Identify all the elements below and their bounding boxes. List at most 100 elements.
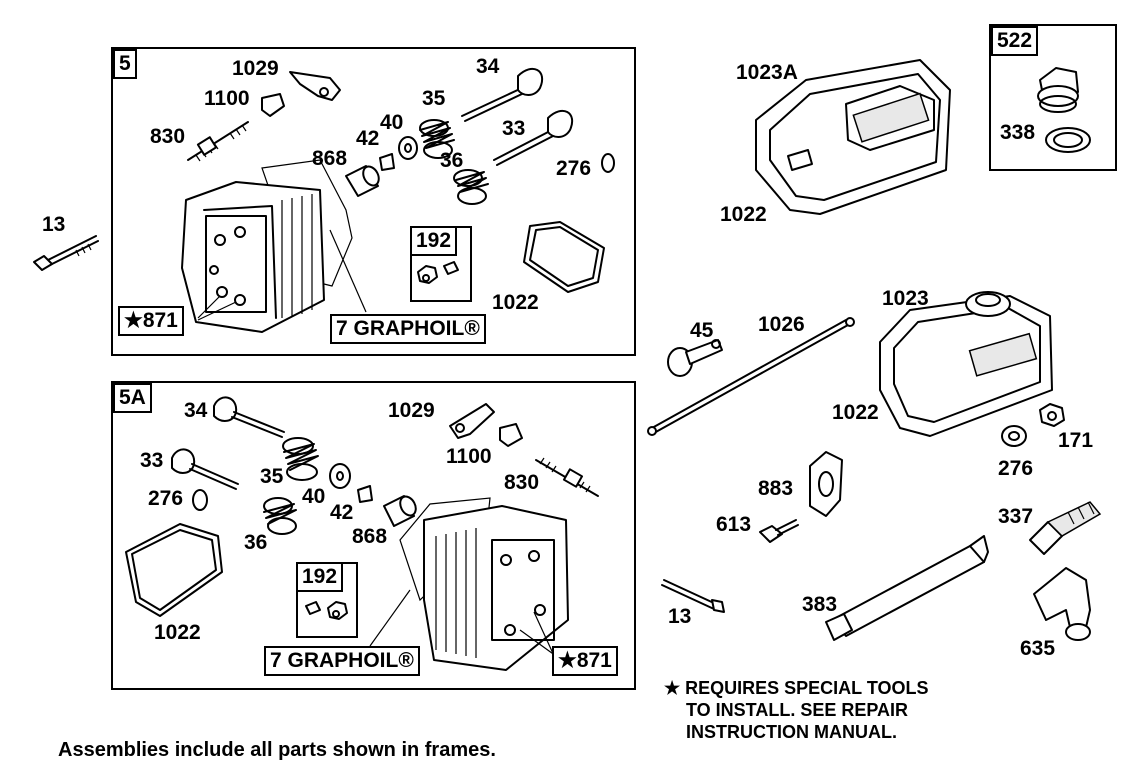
- label-338: 338: [1000, 121, 1036, 144]
- label-13: 13: [42, 213, 66, 236]
- label-40: 40: [380, 111, 404, 134]
- label-383: 383: [802, 593, 838, 616]
- label-635: 635: [1020, 637, 1056, 660]
- label-36b: 36: [244, 531, 268, 554]
- label-871b: ★871: [552, 646, 618, 676]
- rocker-stud-830b-drawing: [535, 457, 599, 497]
- frame-5a: [111, 381, 636, 690]
- label-35b: 35: [260, 465, 284, 488]
- rocker-stud-830-drawing: [187, 121, 249, 162]
- tool-383-drawing: [825, 535, 989, 641]
- spring-35b-drawing: [282, 437, 319, 481]
- label-40b: 40: [302, 485, 326, 508]
- valve-cover-1023-drawing: [879, 291, 1053, 437]
- label-graphoil: 7 GRAPHOIL®: [330, 314, 486, 344]
- label-337: 337: [998, 505, 1034, 528]
- frame-522: [989, 24, 1117, 171]
- gasket-1022-drawing: [523, 221, 605, 293]
- spring-36-drawing: [453, 169, 489, 205]
- bolt-13-drawing: [33, 235, 99, 271]
- label-830: 830: [150, 125, 186, 148]
- pushrod-1026-drawing: [647, 317, 855, 436]
- label-276c: 276: [998, 457, 1034, 480]
- label-276: 276: [556, 157, 592, 180]
- label-1100: 1100: [204, 87, 250, 110]
- washer-276b-drawing: [192, 489, 208, 511]
- spark-plug-337-drawing: [1029, 501, 1102, 555]
- tappet-45-drawing: [667, 339, 723, 377]
- label-1029b: 1029: [388, 399, 435, 422]
- label-1100b: 1100: [446, 445, 492, 468]
- label-871: ★871: [118, 306, 184, 336]
- washer-276-drawing: [601, 153, 615, 173]
- washer-276c-drawing: [1001, 425, 1027, 447]
- special-tools-note-line-3: INSTRUCTION MANUAL.: [686, 722, 897, 742]
- frame-5: [111, 47, 636, 356]
- keeper-42-drawing: [379, 153, 395, 171]
- label-1022d: 1022: [832, 401, 879, 424]
- label-1022b: 1022: [154, 621, 201, 644]
- valve-33-drawing: [493, 109, 573, 166]
- label-830b: 830: [504, 471, 540, 494]
- label-1022c: 1022: [720, 203, 767, 226]
- frame-5a-id: 5A: [113, 383, 152, 413]
- gasket-883-drawing: [809, 451, 843, 517]
- special-tools-note-line-1: ★ REQUIRES SPECIAL TOOLS: [664, 678, 929, 698]
- seal-338-drawing: [1045, 127, 1091, 153]
- fitting-171-drawing: [1039, 403, 1065, 427]
- label-36: 36: [440, 149, 464, 172]
- rocker-bracket-1029-drawing: [289, 71, 341, 101]
- footer-note: Assemblies include all parts shown in fr…: [58, 739, 496, 761]
- label-883: 883: [758, 477, 794, 500]
- frame-522-id: 522: [991, 26, 1039, 56]
- special-tools-note-line-2: TO INSTALL. SEE REPAIR: [686, 700, 909, 720]
- label-42b: 42: [330, 501, 354, 524]
- label-45: 45: [690, 319, 714, 342]
- frame-192b: [296, 562, 358, 638]
- label-1026: 1026: [758, 313, 805, 336]
- label-171: 171: [1058, 429, 1094, 452]
- label-graphoil-b: 7 GRAPHOIL®: [264, 646, 420, 676]
- label-1022: 1022: [492, 291, 539, 314]
- oil-cap-522-drawing: [1037, 67, 1079, 113]
- bolt-13b-drawing: [661, 579, 725, 613]
- nut-screw-192-drawing: [417, 261, 459, 284]
- seal-868b-drawing: [383, 495, 417, 527]
- bolt-613-drawing: [759, 519, 799, 543]
- label-1023: 1023: [882, 287, 929, 310]
- guide-plate-1100b-drawing: [499, 423, 523, 447]
- label-276b: 276: [148, 487, 184, 510]
- gasket-1022b-drawing: [125, 523, 223, 617]
- label-868: 868: [312, 147, 348, 170]
- spring-36b-drawing: [263, 497, 297, 535]
- label-33: 33: [502, 117, 526, 140]
- label-1029: 1029: [232, 57, 279, 80]
- label-35: 35: [422, 87, 446, 110]
- valve-34-drawing: [461, 67, 543, 122]
- guide-plate-1100-drawing: [261, 93, 285, 117]
- label-13b: 13: [668, 605, 692, 628]
- frame-5-id: 5: [113, 49, 137, 79]
- washer-40b-drawing: [329, 463, 351, 489]
- label-192: 192: [410, 226, 458, 256]
- nut-screw-192b-drawing: [305, 601, 348, 620]
- valve-33b-drawing: [171, 448, 239, 490]
- rocker-bracket-1029b-drawing: [449, 403, 495, 439]
- label-868b: 868: [352, 525, 388, 548]
- valve-34b-drawing: [213, 396, 285, 438]
- valve-cover-1023A-drawing: [755, 59, 951, 215]
- washer-40-drawing: [398, 136, 418, 160]
- label-33b: 33: [140, 449, 164, 472]
- label-42: 42: [356, 127, 380, 150]
- frame-192: [410, 226, 472, 302]
- cylinder-head-drawing: [181, 159, 367, 333]
- seal-868-drawing: [345, 165, 380, 197]
- spring-35-drawing: [419, 119, 455, 159]
- label-34b: 34: [184, 399, 208, 422]
- label-1023A: 1023A: [736, 61, 798, 84]
- spark-boot-635-drawing: [1033, 567, 1091, 641]
- keeper-42b-drawing: [357, 485, 373, 503]
- label-613: 613: [716, 513, 752, 536]
